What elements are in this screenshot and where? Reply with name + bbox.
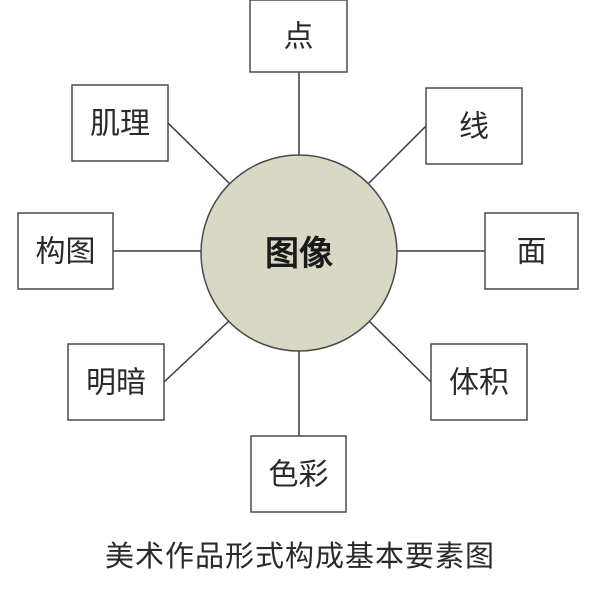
element-box-color: 色彩 <box>250 435 347 513</box>
center-label: 图像 <box>265 234 333 274</box>
element-label-volume: 体积 <box>449 366 509 401</box>
connector-volume <box>367 319 432 383</box>
element-box-frame <box>71 84 169 162</box>
connector-texture <box>167 122 231 185</box>
connector-line <box>364 125 427 188</box>
element-label-composition: 构图 <box>36 235 96 270</box>
center-circle <box>200 154 398 352</box>
element-box-light-dark: 明暗 <box>67 343 165 421</box>
center-node: 图像 <box>200 154 398 352</box>
diagram-caption: 美术作品形式构成基本要素图 <box>104 539 495 573</box>
element-label-texture: 肌理 <box>90 107 150 142</box>
element-box-frame <box>249 0 348 73</box>
element-box-volume: 体积 <box>430 343 528 421</box>
element-box-texture: 肌理 <box>71 84 169 162</box>
element-box-frame <box>430 343 528 421</box>
connector-light-dark <box>163 319 231 383</box>
element-box-plane: 面 <box>484 212 579 290</box>
connector-lines <box>113 72 485 436</box>
element-box-frame <box>67 343 165 421</box>
element-label-light-dark: 明暗 <box>86 366 146 401</box>
element-label-line: 线 <box>459 110 489 145</box>
element-box-frame <box>425 87 523 165</box>
element-box-frame <box>484 212 579 290</box>
element-label-point: 点 <box>284 20 314 55</box>
element-label-plane: 面 <box>517 235 547 270</box>
element-box-composition: 构图 <box>17 212 114 290</box>
element-label-color: 色彩 <box>269 458 329 493</box>
element-box-frame <box>250 435 347 513</box>
element-box-frame <box>17 212 114 290</box>
element-box-line: 线 <box>425 87 523 165</box>
element-box-point: 点 <box>249 0 348 73</box>
